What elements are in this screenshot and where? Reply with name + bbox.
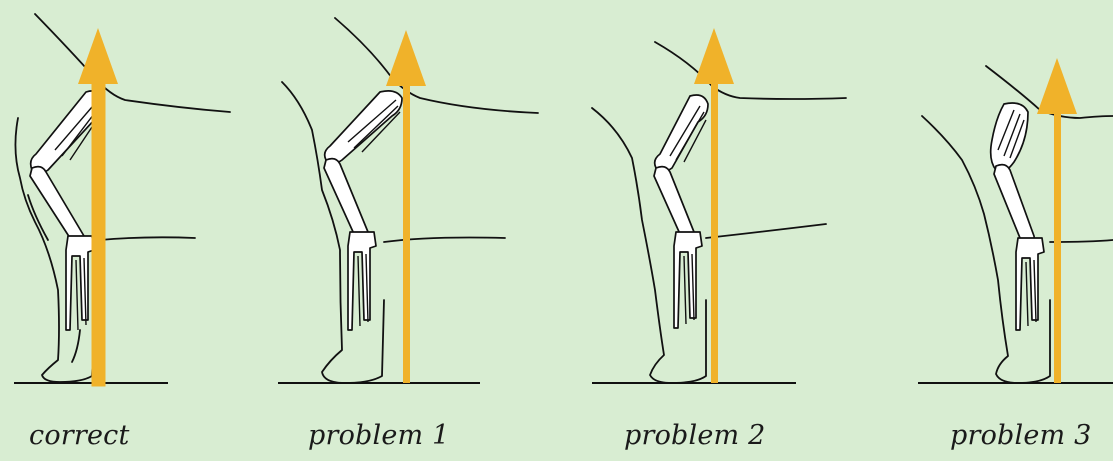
panel-correct — [14, 14, 230, 383]
dog-foreleg-skeleton-icon — [324, 91, 402, 330]
vertical-arrow-icon — [78, 28, 118, 383]
vertical-arrow-icon — [1037, 58, 1077, 383]
panel-problem-2 — [592, 28, 846, 383]
dog-foreleg-skeleton-icon — [991, 103, 1044, 330]
caption-correct: correct — [29, 420, 130, 451]
caption-problem-1: problem 1 — [308, 420, 450, 451]
vertical-arrow-icon — [694, 28, 734, 383]
panel-problem-3 — [918, 58, 1113, 383]
caption-problem-2: problem 2 — [624, 420, 766, 451]
panel-problem-1 — [278, 18, 538, 383]
caption-problem-3: problem 3 — [950, 420, 1092, 451]
dog-foreleg-skeleton-icon — [654, 95, 708, 328]
vertical-arrow-icon — [386, 30, 426, 383]
